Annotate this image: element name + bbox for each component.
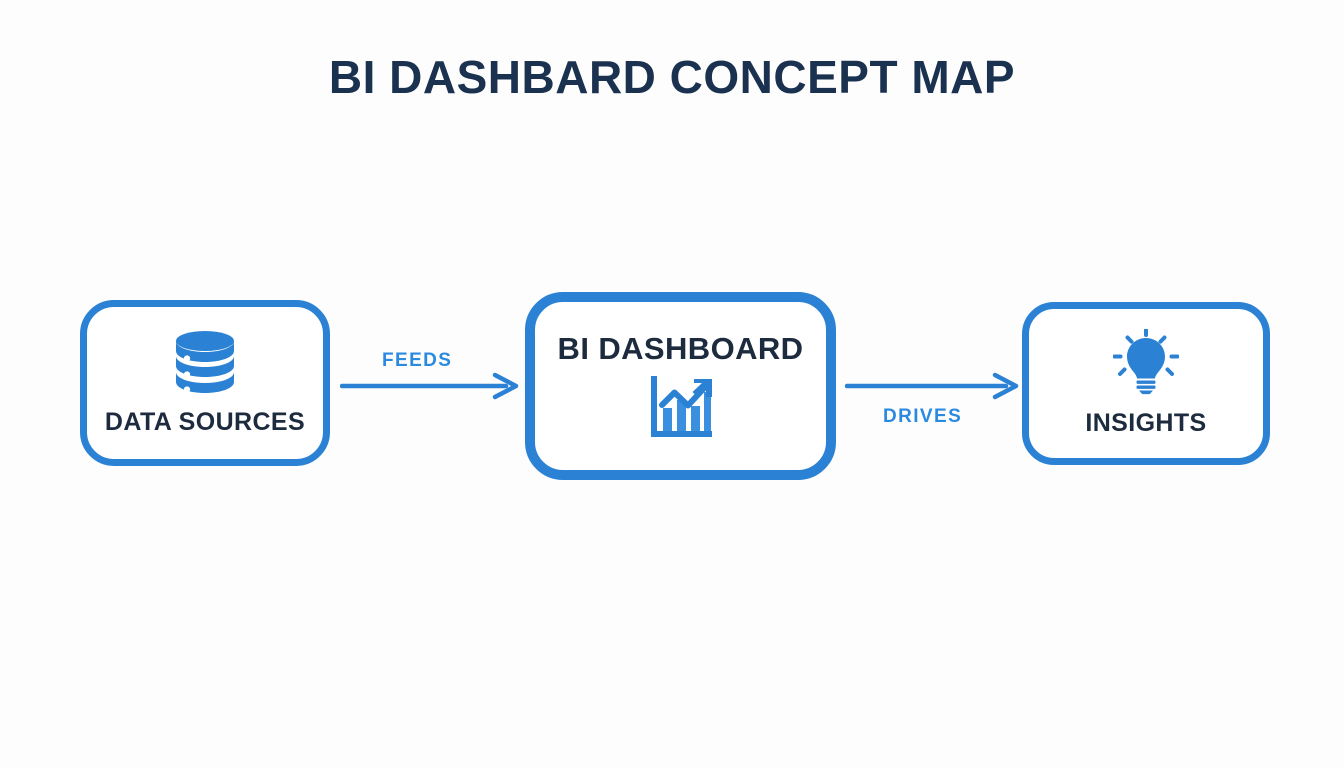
bar-chart-trend-icon	[644, 373, 718, 441]
connector-label-drives: DRIVES	[883, 406, 963, 427]
connector-feeds: FEEDS	[339, 350, 520, 412]
page-title: BI DASHBARD CONCEPT MAP	[328, 51, 1016, 103]
connector-label-feeds: FEEDS	[382, 350, 453, 371]
node-label-bi-dashboard: BI DASHBOARD	[557, 331, 804, 366]
arrow-right-icon	[844, 372, 1020, 405]
node-bi-dashboard[interactable]: BI DASHBOARD	[525, 292, 836, 480]
arrow-right-icon	[339, 372, 520, 405]
node-data-sources[interactable]: DATA SOURCES	[80, 300, 330, 466]
database-icon	[174, 330, 236, 396]
lightbulb-icon	[1112, 327, 1180, 395]
node-label-data-sources: DATA SOURCES	[104, 407, 306, 436]
node-label-insights: INSIGHTS	[1085, 409, 1207, 437]
connector-drives: DRIVES	[844, 372, 1020, 434]
node-insights[interactable]: INSIGHTS	[1022, 302, 1270, 465]
